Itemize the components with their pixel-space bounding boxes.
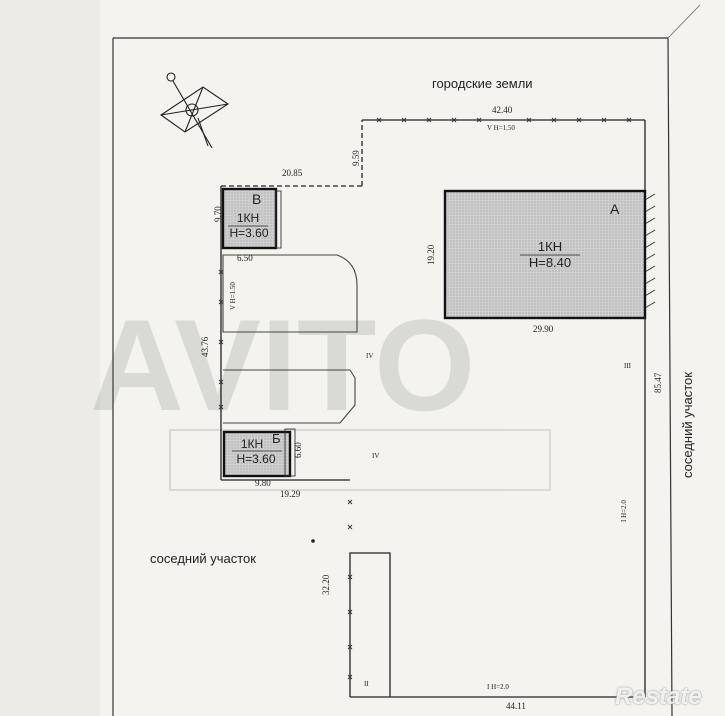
dim-low-vert: 32.20 <box>321 574 331 595</box>
fence-mark-iii: III <box>624 362 631 370</box>
dim-bottom: 44.11 <box>506 701 526 711</box>
watermark-logo: Restate <box>615 683 702 710</box>
building-a <box>443 189 647 320</box>
fence-marks <box>218 117 632 680</box>
building-a-hatch-ticks <box>644 193 656 309</box>
dim-b-horiz: 9.80 <box>255 478 271 488</box>
frame-right-line <box>667 37 673 716</box>
building-a-letter: А <box>610 201 620 217</box>
dim-top-left-vert: 9.59 <box>351 150 361 166</box>
building-a-type: 1КН <box>537 239 563 254</box>
building-b-type: 1КН <box>240 437 264 451</box>
dim-v-horiz: 6.50 <box>237 253 253 263</box>
outbuilding-lower <box>223 369 356 424</box>
neighbor-left-label: соседний участок <box>150 551 256 566</box>
building-v-letter: В <box>252 191 262 207</box>
fence-mark-ii: II <box>364 680 369 688</box>
svg-text:AVITO: AVITO <box>90 292 475 438</box>
dim-a-vert: 19.20 <box>426 244 436 265</box>
north-arrow-icon <box>160 72 229 149</box>
dim-mid-horiz: 20.85 <box>282 168 303 178</box>
building-b <box>222 430 292 478</box>
neighbor-right-label: соседний участок <box>680 372 695 478</box>
building-v-height: Н=3.60 <box>229 226 269 240</box>
fence-mark-iv-a: IV <box>366 352 374 360</box>
building-v-type: 1КН <box>236 211 260 225</box>
city-lands-label: городские земли <box>432 76 533 91</box>
dim-bottom-mid: 19.29 <box>280 489 301 499</box>
outbuilding-upper <box>222 254 358 333</box>
fence-note-left: V H=1.50 <box>229 282 237 310</box>
dim-right-vert: 85.47 <box>653 372 663 393</box>
fence-note-right: I H=2.0 <box>620 500 628 522</box>
watermark-ghost: AVITO <box>90 292 551 491</box>
dim-v-vert: 9.70 <box>213 206 223 222</box>
fence-mark-iv-b: IV <box>372 452 380 460</box>
fence-note-bottom: I H=2.0 <box>487 683 509 691</box>
building-a-height: Н=8.40 <box>528 255 572 270</box>
dim-a-horiz: 29.90 <box>533 324 554 334</box>
building-b-letter: Б <box>272 431 281 446</box>
dim-left-vert: 43.76 <box>200 336 210 357</box>
building-b-height: Н=3.60 <box>236 452 276 466</box>
dim-top: 42.40 <box>492 105 513 115</box>
dim-b-vert: 6.60 <box>293 442 303 458</box>
fence-note-top: V H=1.50 <box>487 124 515 132</box>
